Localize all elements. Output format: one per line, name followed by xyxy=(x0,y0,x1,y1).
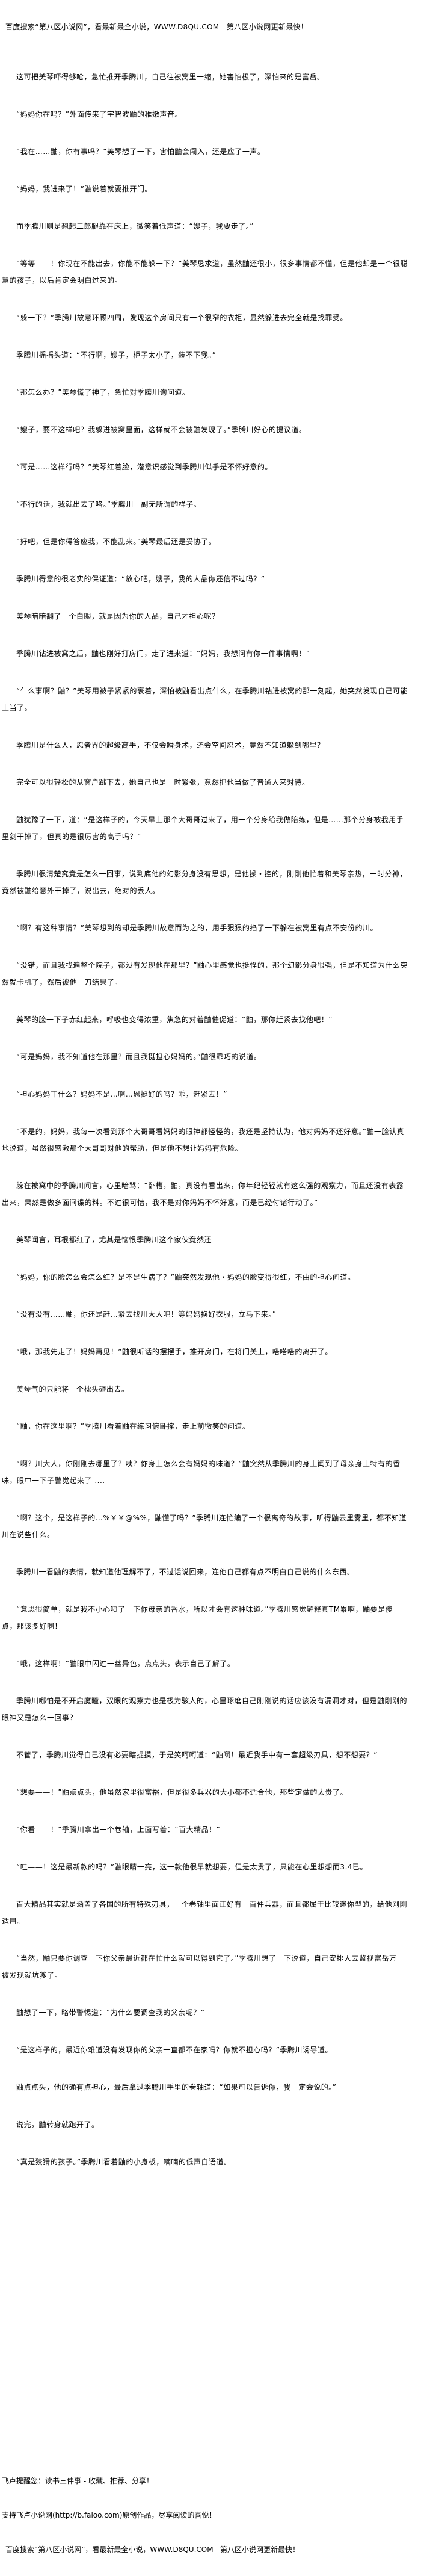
story-paragraph: “真是狡猾的孩子。”季腾川看着鼬的小身板，喃喃的低声自语道。 xyxy=(16,2158,232,2166)
chapter-footer: 飞卢提醒您：读书三件事 - 收藏、推荐、分享！ 支持飞卢小说网(http://b… xyxy=(2,2472,417,2575)
story-paragraph: “想要——！”鼬点点头，他虽然家里很富裕，但是很多兵器的大小都不适合他，那些定做… xyxy=(16,1788,348,1797)
story-paragraph: “啊？这个，是这样子的…%￥￥@%%，鼬懂了吗？”季腾川连忙编了一个很离奇的故事… xyxy=(2,1514,407,1539)
support-notice: 支持飞卢小说网(http://b.faloo.com)原创作品，尽享阅读的喜悦！ xyxy=(2,2511,217,2519)
story-paragraph: 鼬犹豫了一下，道：“是这样子的，今天早上那个大哥哥过来了，用一个分身给我做陪练，… xyxy=(2,816,404,841)
story-paragraph: “担心妈妈干什么？妈妈不是…啊…恩挺好的吗？乖，赶紧去！” xyxy=(16,1090,227,1098)
story-paragraph: “等等——！你现在不能出去，你能不能躲一下？”美琴恳求道，虽然鼬还很小，很多事情… xyxy=(2,259,408,285)
story-paragraph: “嫂子，要不这样吧？我躲进被窝里面，这样就不会被鼬发现了。”季腾川好心的提议道。 xyxy=(16,426,307,434)
reading-reminder: 飞卢提醒您：读书三件事 - 收藏、推荐、分享！ xyxy=(2,2477,153,2485)
story-paragraph: “没有没有……鼬，你还是赶…紧去找川大人吧！等妈妈换好衣服，立马下来。” xyxy=(16,1310,277,1319)
site-ad-banner-bottom: 百度搜索“第八区小说网”，看最新最全小说，WWW.D8QU.COM 第八区小说网… xyxy=(5,2545,300,2554)
story-paragraph: 鼬点点头，他的确有点担心，最后拿过季腾川手里的卷轴道：“如果可以告诉你，我一定会… xyxy=(16,2083,337,2091)
story-paragraph: 美琴暗暗翻了一个白眼，就是因为你的人品，自己才担心呢？ xyxy=(16,612,220,621)
story-paragraph: “没错，而且我找遍整个院子，都没有发现他在那里？”鼬心里感觉也挺怪的，那个幻影分… xyxy=(2,961,408,986)
story-paragraph: “可是……这样行吗？”美琴红着脸，潜意识感觉到季腾川似乎是不怀好意的。 xyxy=(16,463,272,471)
story-paragraph: “啊？有这种事情？”美琴想到的却是季腾川故意而为之的，用手狠狠的掐了一下躲在被窝… xyxy=(16,924,378,932)
story-paragraph: 季腾川一看鼬的表情，就知道他理解不了，不过话说回来，连他自己都有点不明白自己说的… xyxy=(16,1568,355,1576)
site-ad-banner-top: 百度搜索“第八区小说网”，看最新最全小说，WWW.D8QU.COM 第八区小说网… xyxy=(5,23,309,31)
story-paragraph: 躲在被窝中的季腾川闻言，心里暗骂：“卧槽，鼬，真没有看出来，你年纪轻轻就有这么强… xyxy=(2,1181,404,1207)
story-paragraph: “可是妈妈，我不知道他在那里？而且我挺担心妈妈的。”鼬很乖巧的说道。 xyxy=(16,1053,262,1061)
story-paragraph: “你看——！”季腾川拿出一个卷轴，上面写着：“百大精品！” xyxy=(16,1825,221,1834)
story-paragraph: “当然，鼬只要你调查一下你父亲最近都在忙什么就可以得到它了。”季腾川想了一下说道… xyxy=(2,1954,404,1980)
story-paragraph: 这可把美琴吓得够呛，急忙推开季腾川，自己往被窝里一缩，她害怕极了，深怕来的是富岳… xyxy=(16,73,325,81)
story-paragraph: 完全可以很轻松的从窗户跳下去，她自己也是一时紧张，竟然把他当做了普通人来对待。 xyxy=(16,778,310,787)
story-paragraph: “哇——！这是最新款的吗？”鼬眼睛一亮，这一款他很早就想要，但是太贵了，只能在心… xyxy=(16,1863,368,1871)
story-paragraph: “好吧，但是你得答应我，不能乱来。”美琴最后还是妥协了。 xyxy=(16,537,217,546)
story-paragraph: “妈妈你在吗？”外面传来了宇智波鼬的稚嫩声音。 xyxy=(16,110,182,119)
story-paragraph: “啊？川大人，你刚刚去哪里了？咦？你身上怎么会有妈妈的味道？”鼬突然从季腾川的身… xyxy=(2,1460,401,1485)
story-paragraph: “是这样子的，最近你难道没有发现你的父亲一直都不在家吗？你就不担心吗？”季腾川诱… xyxy=(16,2046,333,2054)
story-paragraph: “妈妈，你的脸怎么会怎么红？是不是生病了？”鼬突然发现他・妈妈的脸变得很红，不由… xyxy=(16,1273,355,1281)
story-paragraph: 季腾川钻进被窝之后，鼬也刚好打房门，走了进来道：“妈妈，我想问有你一件事情啊！” xyxy=(16,649,310,658)
story-paragraph: 美琴闻言，耳根都红了，尤其是恼恨季腾川这个家伙竟然还 xyxy=(16,1236,212,1244)
story-paragraph: “哦，这样啊！”鼬眼中闪过一丝异色，点点头，表示自己了解了。 xyxy=(16,1659,235,1668)
story-paragraph: 季腾川是什么人，忍者界的超级高手，不仅会瞬身术，还会空间忍术，竟然不知道躲到哪里… xyxy=(16,741,325,749)
story-paragraph: 百大精品其实就是涵盖了各国的所有特殊刃具，一个卷轴里面正好有一百件兵器，而且都属… xyxy=(2,1900,408,1925)
story-paragraph: “意思很简单，就是我不小心喷了一下你母亲的香水，所以才会有这种味道。”季腾川感觉… xyxy=(2,1605,401,1630)
story-paragraph: “我在……鼬，你有事吗？”美琴想了一下，害怕鼬会闯入，还是应了一声。 xyxy=(16,147,265,156)
story-paragraph: 季腾川摇摇头道：“不行啊，嫂子，柜子太小了，装不下我。” xyxy=(16,351,217,359)
story-paragraph: “躲一下？”季腾川故意环顾四周，发现这个房间只有一个很窄的衣柜，显然躲进去完全就… xyxy=(16,314,348,322)
story-paragraph: “不行的话，我就出去了咯。”季腾川一副无所谓的样子。 xyxy=(16,500,201,509)
story-paragraph: 美琴的脸一下子赤红起来，呼吸也变得浓重，焦急的对着鼬催促道：“鼬，那你赶紧去找他… xyxy=(16,1015,333,1024)
story-paragraph: “那怎么办？”美琴慌了神了，急忙对季腾川询问道。 xyxy=(16,388,190,397)
story-paragraph: 鼬想了一下，略带警惕道：“为什么要调查我的父亲呢？” xyxy=(16,2008,205,2017)
story-paragraph: “鼬，你在这里啊？”季腾川看着鼬在练习俯卧撑，走上前微笑的问道。 xyxy=(16,1422,250,1431)
story-paragraph: 而季腾川则是翘起二郎腿靠在床上，微笑着低声道：“嫂子，我要走了。” xyxy=(16,222,254,231)
story-paragraph: 季腾川很清楚究竟是怎么一回事，说到底他的幻影分身没有思想，是他操・控的，刚刚他忙… xyxy=(2,870,408,895)
story-paragraph: “什么事啊？鼬？”美琴用被子紧紧的裹着，深怕被鼬看出点什么，在季腾川钻进被窝的那… xyxy=(2,687,408,712)
story-paragraph: 不管了，季腾川觉得自己没有必要瞎捉摸，于是笑呵呵道：“鼬啊！最近我手中有一套超级… xyxy=(16,1751,378,1759)
story-paragraph: 季腾川得意的很老实的保证道：“放心吧，嫂子，我的人品你还信不过吗？” xyxy=(16,575,265,583)
chapter-content: 这可把美琴吓得够呛，急忙推开季腾川，自己往被窝里一缩，她害怕极了，深怕来的是富岳… xyxy=(2,69,408,2191)
story-paragraph: “哦，那我先走了！妈妈再见！”鼬很听话的摆摆手，推开房门，在将门关上，嗒嗒嗒的离… xyxy=(16,1348,333,1356)
story-paragraph: 美琴气的只能将一个枕头砸出去。 xyxy=(16,1385,129,1393)
story-paragraph: “不是的，妈妈，我每一次看到那个大哥哥看妈妈的眼神都怪怪的，我还是坚持认为，他对… xyxy=(2,1127,404,1153)
story-paragraph: 季腾川哪怕是不开启魔瞳，双眼的观察力也是极为骇人的，心里琢磨自己刚刚说的话应该没… xyxy=(2,1697,408,1722)
story-paragraph: “妈妈，我进来了！”鼬说着就要推开门。 xyxy=(16,185,152,193)
story-paragraph: 说完，鼬转身就跑开了。 xyxy=(16,2120,99,2129)
